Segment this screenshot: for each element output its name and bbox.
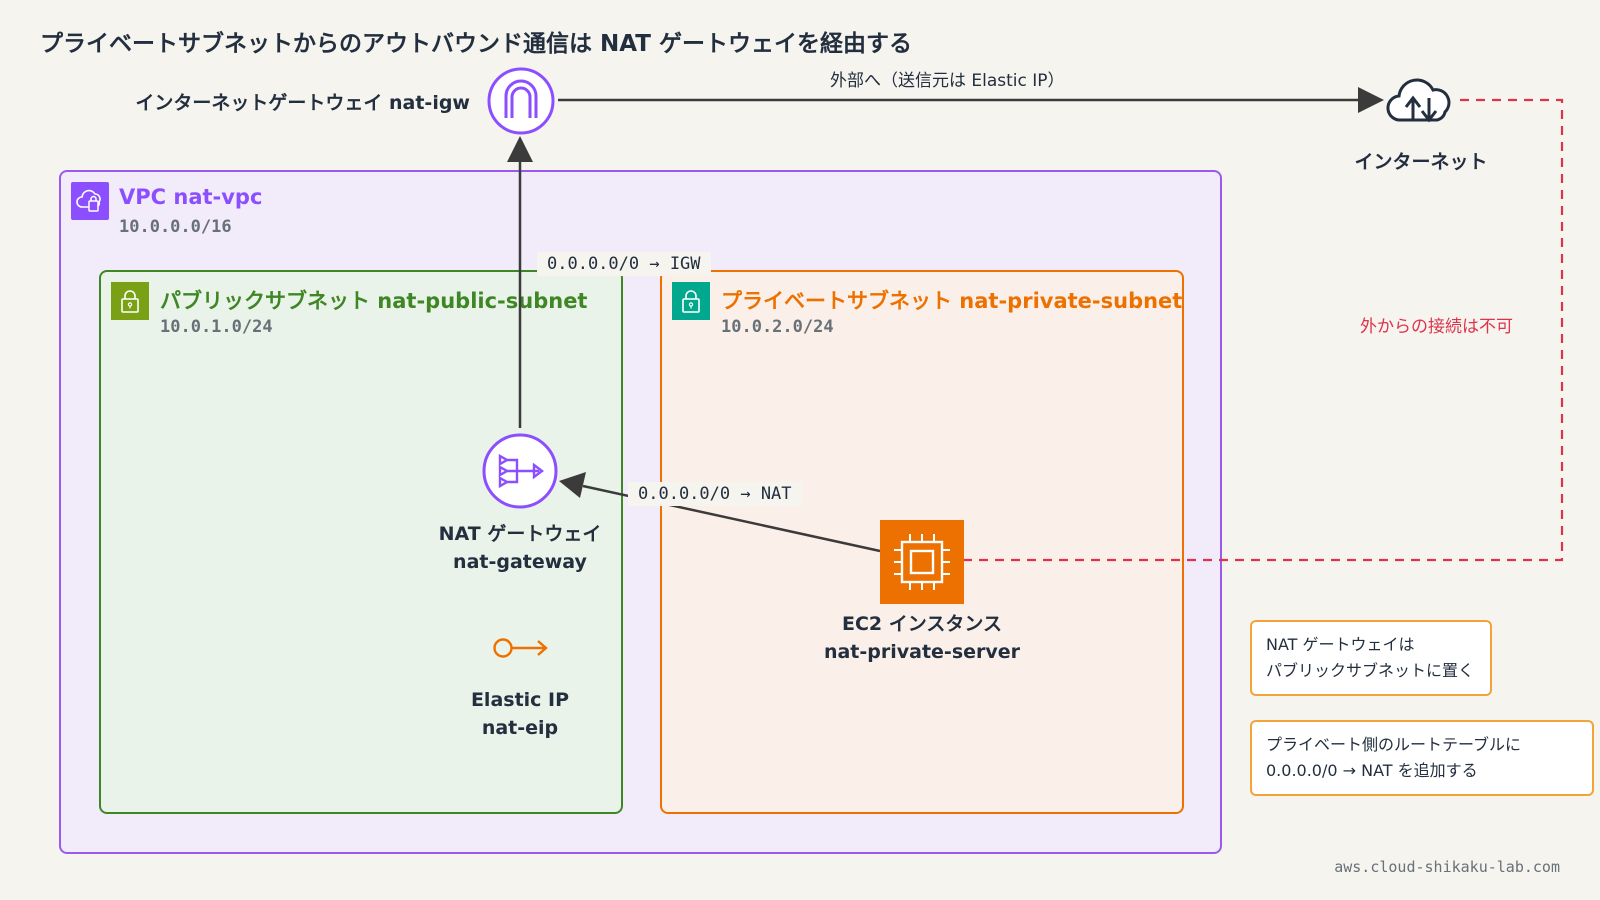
vpc-title: VPC nat-vpc — [119, 185, 263, 209]
nat-gateway-icon — [481, 432, 559, 510]
note-route-table: プライベート側のルートテーブルに 0.0.0.0/0 → NAT を追加する — [1250, 720, 1594, 796]
internet-cloud-icon — [1383, 70, 1459, 130]
public-subnet-cidr: 10.0.1.0/24 — [160, 317, 273, 337]
public-subnet-group — [99, 270, 623, 814]
nat-gateway-label: NAT ゲートウェイ nat-gateway — [439, 520, 602, 576]
vpc-cloud-icon — [71, 182, 109, 220]
igw-to-internet-arrowhead — [1358, 87, 1384, 113]
note-route-table-line2: 0.0.0.0/0 → NAT を追加する — [1266, 761, 1478, 780]
ec2-instance-icon — [880, 520, 964, 604]
public-route-label: 0.0.0.0/0 → IGW — [537, 252, 711, 276]
note-nat-placement-line2: パブリックサブネットに置く — [1266, 661, 1475, 680]
elastic-ip-icon — [492, 636, 550, 660]
ec2-instance-label-line2: nat-private-server — [823, 641, 1021, 663]
private-subnet-cidr: 10.0.2.0/24 — [721, 317, 834, 337]
blocked-inbound-edge — [962, 98, 1564, 562]
private-subnet-lock-icon — [672, 282, 710, 320]
note-route-table-line1: プライベート側のルートテーブルに — [1266, 735, 1522, 754]
public-subnet-title: パブリックサブネット nat-public-subnet — [160, 289, 588, 313]
note-nat-placement-line1: NAT ゲートウェイは — [1266, 635, 1415, 654]
diagram-title: プライベートサブネットからのアウトバウンド通信は NAT ゲートウェイを経由する — [40, 31, 912, 57]
ec2-instance-label: EC2 インスタンス nat-private-server — [824, 610, 1020, 666]
elastic-ip-label: Elastic IP nat-eip — [471, 686, 569, 742]
nat-gateway-label-line2: nat-gateway — [453, 551, 587, 573]
private-subnet-title: プライベートサブネット nat-private-subnet — [721, 289, 1183, 313]
elastic-ip-label-line1: Elastic IP — [470, 689, 570, 711]
igw-label: インターネットゲートウェイ nat-igw — [135, 92, 470, 114]
private-route-label: 0.0.0.0/0 → NAT — [628, 482, 802, 506]
ec2-to-nat-arrowhead — [559, 472, 586, 498]
nat-gateway-label-line1: NAT ゲートウェイ — [438, 523, 602, 545]
outbound-edge-label: 外部へ（送信元は Elastic IP） — [830, 71, 1065, 91]
elastic-ip-label-line2: nat-eip — [481, 717, 559, 739]
vpc-cidr: 10.0.0.0/16 — [119, 217, 232, 237]
public-subnet-lock-icon — [111, 282, 149, 320]
note-nat-placement: NAT ゲートウェイは パブリックサブネットに置く — [1250, 620, 1492, 696]
nat-to-igw-arrowhead — [507, 136, 533, 162]
blocked-edge-label: 外からの接続は不可 — [1360, 317, 1513, 337]
ec2-instance-label-line1: EC2 インスタンス — [841, 613, 1002, 635]
footer-url: aws.cloud-shikaku-lab.com — [1334, 858, 1560, 876]
internet-gateway-icon — [486, 66, 556, 136]
internet-label: インターネット — [1354, 151, 1488, 173]
